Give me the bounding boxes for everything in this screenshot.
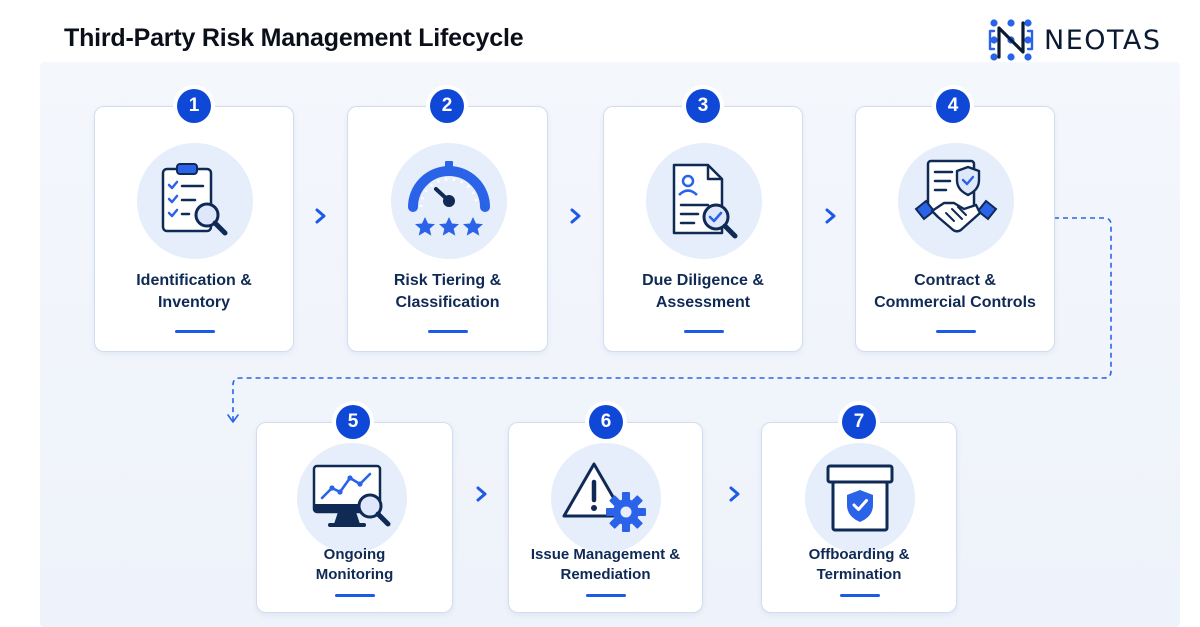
chevron-right-icon [825,208,836,224]
step-card-1: Identification & Inventory [94,106,294,352]
step-underline [335,594,375,597]
step-number-badge: 3 [686,89,720,123]
step-number-badge: 4 [936,89,970,123]
step-underline [684,330,724,333]
step-icon-circle [391,143,507,259]
step-underline [586,594,626,597]
step-card-7: Offboarding & Termination [761,422,957,613]
step-number-badge: 2 [430,89,464,123]
clipboard-search-icon [161,163,228,236]
step-number-badge: 1 [177,89,211,123]
step-icon-circle [297,443,407,553]
step-card-4: Contract & Commercial Controls [855,106,1055,352]
step-label: Ongoing Monitoring [315,546,394,584]
step-label: Offboarding & Termination [808,546,910,584]
step-card-5: Ongoing Monitoring [256,422,453,613]
chevron-right-icon [476,486,487,502]
step-card-3: Due Diligence & Assessment [603,106,803,352]
gauge-stars-icon [408,161,490,236]
step-icon-circle [898,143,1014,259]
warning-gear-icon [562,462,646,532]
step-number-badge: 5 [336,405,370,439]
page-title: Third-Party Risk Management Lifecycle [64,24,524,52]
step-underline [175,330,215,333]
monitor-chart-search-icon [312,464,391,527]
brand-logo: NEOTAS [988,17,1162,63]
step-icon-circle [137,143,253,259]
step-label: Issue Management & Remediation [530,546,681,584]
step-card-2: Risk Tiering & Classification [347,106,548,352]
document-profile-check-icon [672,163,738,239]
step-icon-circle [646,143,762,259]
step-number-badge: 6 [589,405,623,439]
step-underline [936,330,976,333]
chevron-right-icon [570,208,581,224]
step-icon-circle [805,443,915,553]
step-number-badge: 7 [842,405,876,439]
step-underline [840,594,880,597]
logo-wordmark: NEOTAS [1044,24,1162,56]
step-icon-circle [551,443,661,553]
step-underline [428,330,468,333]
step-label: Risk Tiering & Classification [393,272,502,312]
neotas-logo-icon [988,19,1034,61]
step-label: Identification & Inventory [136,272,252,312]
step-label: Due Diligence & Assessment [642,272,764,312]
chevron-right-icon [315,208,326,224]
step-label: Contract & Commercial Controls [874,272,1036,312]
archive-box-shield-icon [826,464,894,532]
step-card-6: Issue Management & Remediation [508,422,703,613]
chevron-right-icon [729,486,740,502]
contract-handshake-icon [914,159,998,233]
